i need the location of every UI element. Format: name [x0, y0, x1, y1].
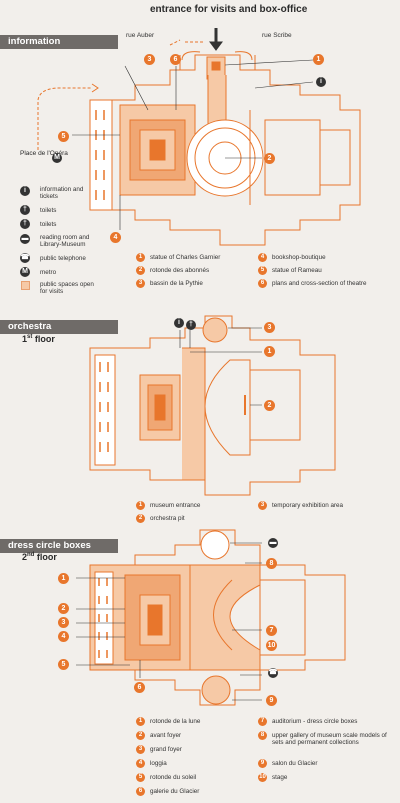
- map-marker-5: 5: [58, 659, 69, 670]
- book-icon: ▬: [268, 538, 278, 548]
- legend-loggia: loggia: [150, 760, 167, 767]
- street-label-scribe: rue Scribe: [262, 32, 292, 39]
- toilet-icon: †: [186, 320, 196, 330]
- legend-num-9: 9: [258, 759, 267, 768]
- toilet-icon: †: [20, 205, 30, 215]
- map-marker-7: 7: [266, 625, 277, 636]
- map-marker-4: 4: [58, 631, 69, 642]
- legend-num-7: 7: [258, 717, 267, 726]
- metro-icon: M: [20, 267, 30, 277]
- telephone-icon: ☎: [268, 668, 278, 678]
- legend-galerie-glacier: galerie du Glacier: [150, 788, 200, 795]
- map-marker-2: 2: [264, 400, 275, 411]
- legend-rotonde-soleil: rotonde du soleil: [150, 774, 197, 781]
- map-marker-1: 1: [58, 573, 69, 584]
- map-marker-1: 1: [313, 54, 324, 65]
- map-marker-4: 4: [110, 232, 121, 243]
- legend-num-2: 2: [136, 731, 145, 740]
- legend-grand-foyer: grand foyer: [150, 746, 182, 753]
- legend-num-3: 3: [136, 745, 145, 754]
- legend-metro: metro: [40, 269, 57, 276]
- map-marker-3: 3: [264, 322, 275, 333]
- public-space-swatch: [21, 281, 30, 290]
- legend-num-2: 2: [136, 266, 145, 275]
- map-marker-10: 10: [266, 640, 277, 651]
- legend-public-spaces: public spaces open for visits: [40, 281, 94, 295]
- legend-rotonde-lune: rotonde de la lune: [150, 718, 201, 725]
- legend-reading-room: reading room and Library-Museum: [40, 234, 90, 248]
- plan-dress-circle: [76, 529, 346, 706]
- legend-info: information and tickets: [40, 186, 84, 200]
- legend-toilets-1: toilets: [40, 207, 57, 214]
- legend-num-3: 3: [136, 279, 145, 288]
- legend-num-1: 1: [136, 501, 145, 510]
- book-icon: ▬: [20, 234, 30, 244]
- legend-num-1: 1: [136, 717, 145, 726]
- legend-num-4: 4: [136, 759, 145, 768]
- legend-num-8: 8: [258, 731, 267, 740]
- legend-plans: plans and cross-section of theatre: [272, 280, 367, 287]
- info-icon: i: [316, 77, 326, 87]
- map-marker-6: 6: [134, 682, 145, 693]
- place-opera-label: Place de l'Opéra: [20, 150, 68, 157]
- info-icon: i: [20, 186, 30, 196]
- section-band-orchestra: orchestra: [0, 320, 118, 334]
- info-icon: i: [174, 318, 184, 328]
- legend-orchestra-pit: orchestra pit: [150, 515, 185, 522]
- map-marker-6: 6: [170, 54, 181, 65]
- legend-num-5: 5: [258, 266, 267, 275]
- metro-icon: M: [52, 153, 62, 163]
- section-band-dress-circle: dress circle boxes: [0, 539, 118, 553]
- map-marker-9: 9: [266, 695, 277, 706]
- floor-label-1: 1st floor: [22, 334, 55, 344]
- section-band-information: information: [0, 35, 118, 49]
- legend-telephone: public telephone: [40, 255, 86, 262]
- legend-charles-garnier: statue of Charles Garnier: [150, 254, 221, 261]
- legend-num-5: 5: [136, 773, 145, 782]
- map-marker-1: 1: [264, 346, 275, 357]
- legend-num-1: 1: [136, 253, 145, 262]
- map-marker-3: 3: [144, 54, 155, 65]
- legend-num-3: 3: [258, 501, 267, 510]
- map-marker-2: 2: [58, 603, 69, 614]
- legend-bassin-pythie: bassin de la Pythie: [150, 280, 203, 287]
- legend-museum-entrance: museum entrance: [150, 502, 201, 509]
- legend-salon-glacier: salon du Glacier: [272, 760, 318, 767]
- map-marker-2: 2: [264, 153, 275, 164]
- legend-upper-gallery: upper gallery of museum scale models of …: [272, 732, 387, 746]
- map-marker-8: 8: [266, 558, 277, 569]
- legend-num-10: 10: [258, 773, 267, 782]
- legend-bookshop: bookshop-boutique: [272, 254, 326, 261]
- legend-toilets-2: toilets: [40, 221, 57, 228]
- map-marker-3: 3: [58, 617, 69, 628]
- legend-auditorium: auditorium - dress circle boxes: [272, 718, 358, 725]
- plan-ground: [37, 28, 361, 246]
- telephone-icon: ☎: [20, 253, 30, 263]
- toilet-icon: †: [20, 219, 30, 229]
- street-label-auber: rue Auber: [126, 32, 155, 39]
- legend-num-6: 6: [136, 787, 145, 796]
- legend-rameau: statue of Rameau: [272, 267, 322, 274]
- floor-label-2: 2nd floor: [22, 552, 57, 562]
- legend-temporary-exhibition: temporary exhibition area: [272, 502, 344, 509]
- legend-num-4: 4: [258, 253, 267, 262]
- legend-stage: stage: [272, 774, 288, 781]
- legend-num-2: 2: [136, 514, 145, 523]
- legend-rotonde-abonnes: rotonde des abonnés: [150, 267, 210, 274]
- legend-num-6: 6: [258, 279, 267, 288]
- map-marker-5: 5: [58, 131, 69, 142]
- plan-orchestra: [89, 315, 336, 496]
- legend-avant-foyer: avant foyer: [150, 732, 182, 739]
- entrance-title: entrance for visits and box-office: [150, 4, 308, 15]
